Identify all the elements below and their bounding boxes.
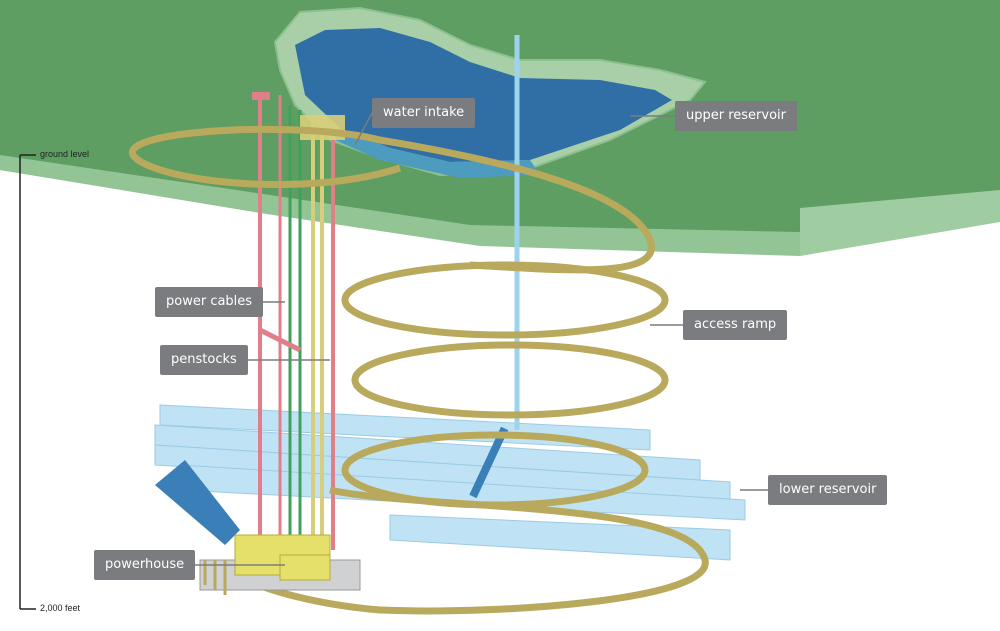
scale-ground-level: ground level bbox=[40, 149, 90, 159]
upper-reservoir-basin bbox=[273, 6, 707, 178]
shafts bbox=[252, 92, 345, 550]
label-lower-reservoir: lower reservoir bbox=[768, 475, 888, 505]
label-penstocks: penstocks bbox=[160, 345, 248, 375]
label-upper-reservoir: upper reservoir bbox=[675, 101, 797, 131]
label-access-ramp: access ramp bbox=[683, 310, 788, 340]
depth-scale-bar bbox=[19, 154, 36, 610]
label-power-cables: power cables bbox=[155, 287, 264, 317]
label-water-intake: water intake bbox=[372, 98, 476, 128]
label-powerhouse: powerhouse bbox=[94, 550, 196, 580]
scale-depth: 2,000 feet bbox=[40, 603, 81, 613]
access-ramp bbox=[129, 125, 709, 615]
